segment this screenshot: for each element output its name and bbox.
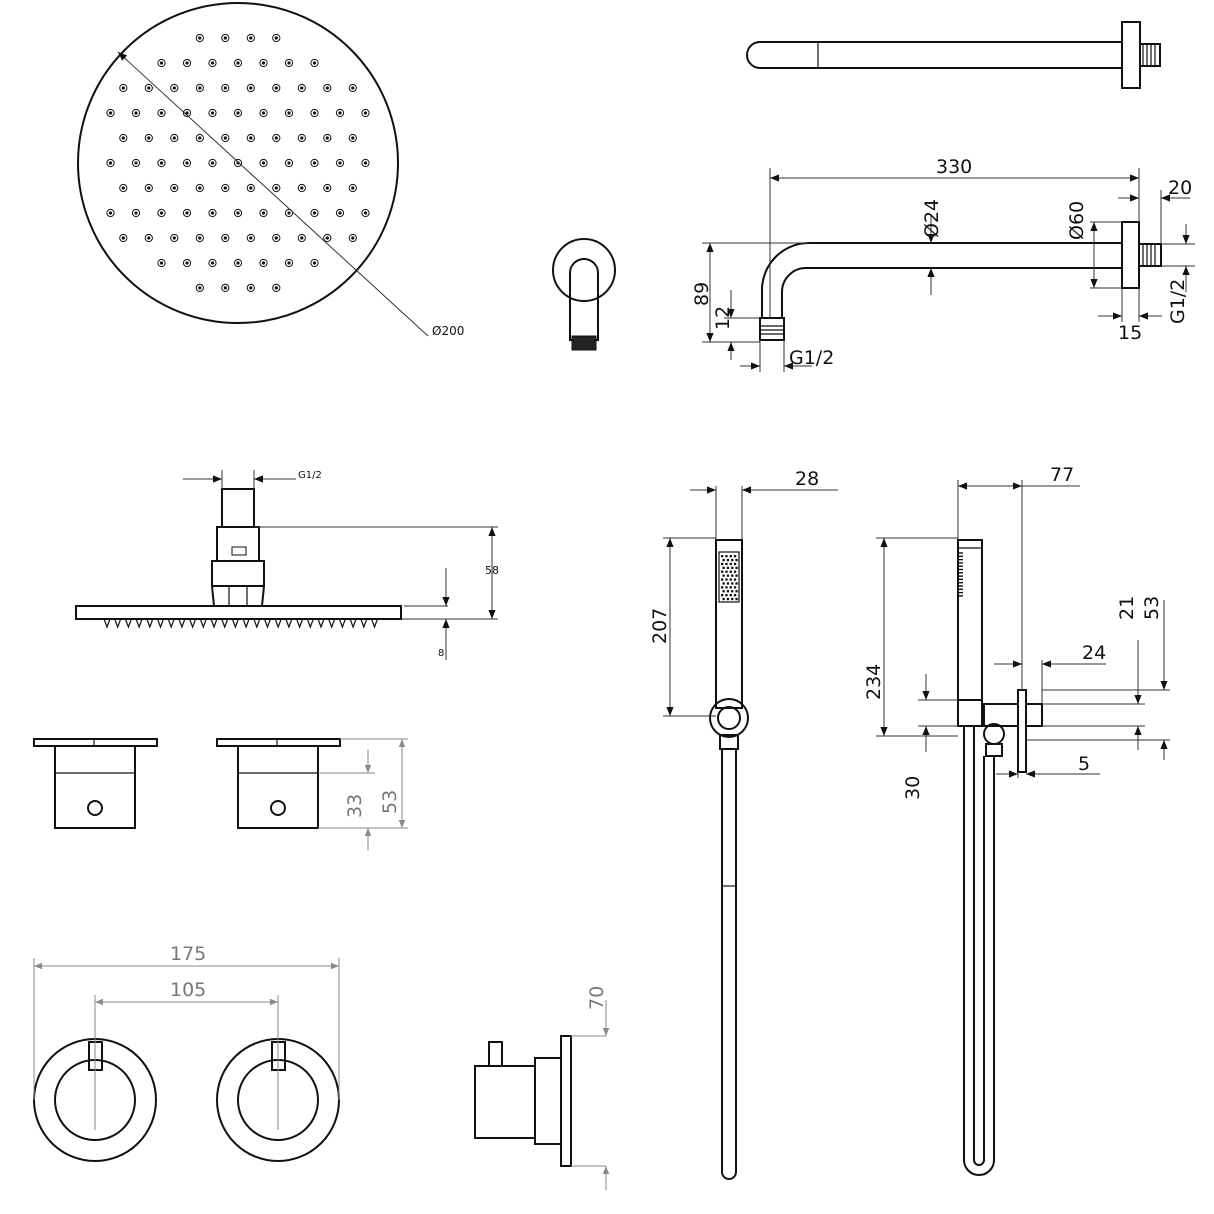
valve-body-height-label: 33 — [344, 794, 366, 818]
arm-length-label: 330 — [936, 156, 972, 178]
head-plate-thickness-label: 8 — [438, 648, 444, 659]
head-diameter-label: Ø200 — [432, 324, 464, 338]
valves-total-width-label: 175 — [170, 943, 206, 965]
shower-arm-side-view: 330 20 Ø24 Ø60 89 12 G1/2 G — [691, 156, 1195, 372]
head-height-label: 58 — [485, 564, 499, 577]
arm-outlet-thread-label: G1/2 — [789, 347, 834, 369]
valves-front-view: 175 105 — [33, 943, 340, 1162]
holder-outlet-length-label: 24 — [1082, 642, 1106, 664]
arm-flange-diameter-label: Ø60 — [1066, 201, 1088, 240]
head-diameter-line — [117, 51, 429, 337]
arm-tube-diameter-label: Ø24 — [921, 199, 943, 238]
hand-shower-length-label: 207 — [649, 608, 671, 644]
hand-shower-nozzles — [721, 555, 738, 601]
hand-shower-total-label: 234 — [863, 664, 885, 700]
holder-height-small-label: 21 — [1116, 596, 1138, 620]
head-inlet-thread-label: G1/2 — [298, 470, 322, 481]
valve-plate-diameter-label: 70 — [586, 986, 608, 1010]
arm-flange-depth-label: 20 — [1168, 177, 1192, 199]
arm-height-label: 89 — [691, 282, 713, 306]
arm-outlet-length-label: 12 — [712, 306, 734, 330]
hand-shower-side-nozzles — [958, 552, 963, 597]
shower-arm-top-view — [746, 21, 1161, 89]
valve-total-height-label: 53 — [379, 790, 401, 814]
shower-head-top-view: Ø200 — [77, 2, 464, 338]
hand-shower-front-view: 28 207 — [649, 468, 838, 1180]
shower-head-nozzles-side — [103, 618, 379, 629]
hand-shower-side-view: 77 234 24 5 30 21 53 — [863, 464, 1170, 1176]
holder-plate-thickness-label: 5 — [1078, 753, 1090, 775]
holder-plate-diameter-label: 30 — [902, 776, 924, 800]
valves-spacing-label: 105 — [170, 979, 206, 1001]
shower-nozzles — [106, 33, 370, 292]
arm-perspective-view — [552, 238, 616, 351]
holder-height-large-label: 53 — [1141, 596, 1163, 620]
valve-side-profile: 70 — [474, 986, 610, 1190]
holder-depth-label: 77 — [1050, 464, 1074, 486]
arm-inlet-thread-label: G1/2 — [1167, 279, 1189, 324]
valves-side-view: 33 53 — [33, 738, 408, 850]
shower-head-side-view: G1/2 58 8 — [75, 470, 499, 660]
arm-flange-thickness-label: 15 — [1118, 322, 1142, 344]
hand-shower-diameter-label: 28 — [795, 468, 819, 490]
